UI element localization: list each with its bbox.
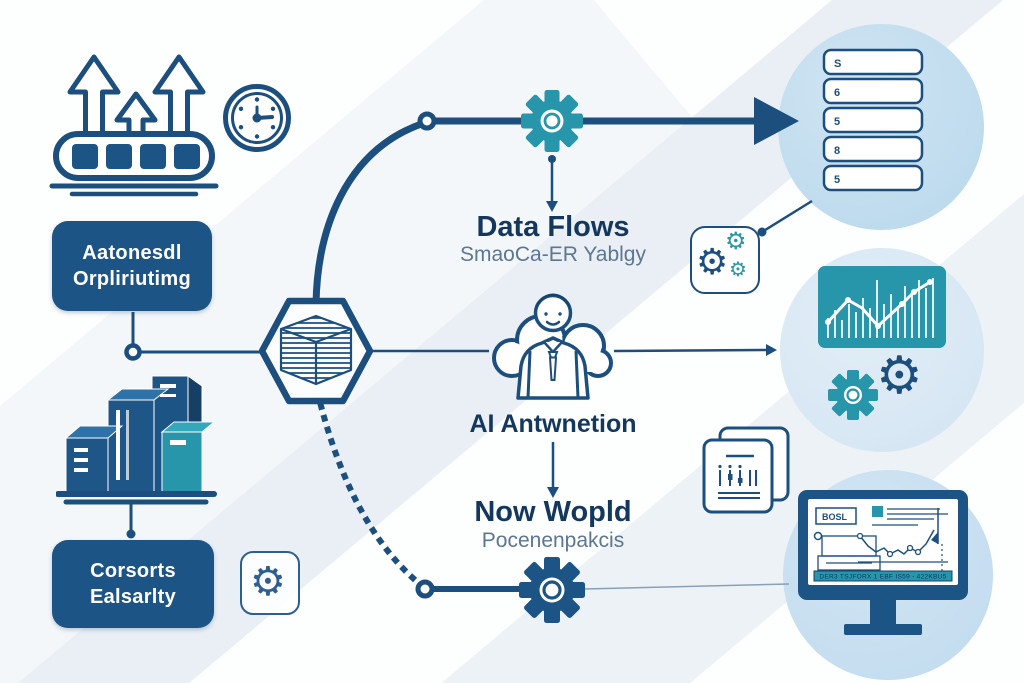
world-title: Now Wopld xyxy=(474,496,632,528)
gears-cluster-square: ⚙ ⚙ ⚙ xyxy=(690,226,760,294)
dashboard-monitor-icon: BOSL DER3 TSJFORX 1 EBF IS59 - 422KBU5 xyxy=(798,490,968,635)
server-slot: 6 xyxy=(822,77,924,105)
city-bars-icon xyxy=(56,375,217,505)
flow-gear-bottom-icon xyxy=(519,557,585,623)
gear-icon: ⚙ xyxy=(696,241,729,282)
chart-card-icon xyxy=(818,266,946,348)
gear-icon: ⚙ xyxy=(250,560,286,604)
server-slot-label: 8 xyxy=(834,145,840,157)
hexagon-cube-icon xyxy=(259,297,373,405)
gear-teal-icon xyxy=(828,370,878,420)
process-box-top: Aatonesdl Orpliriutimg xyxy=(52,221,212,311)
gear-square: ⚙ xyxy=(240,551,300,615)
server-stack-icon: S 6 5 8 5 xyxy=(822,48,924,192)
flow-subtitle: SmaoCa-ER Yablgy xyxy=(460,243,646,266)
server-slot-label: 6 xyxy=(834,87,840,99)
growth-arrows-icon xyxy=(49,54,219,197)
server-slot-label: S xyxy=(834,58,841,70)
server-slot: 8 xyxy=(822,135,924,163)
process-box-top-line2: Orpliriutimg xyxy=(72,268,192,290)
flow-title: Data Flows xyxy=(476,211,630,243)
server-slot: 5 xyxy=(822,106,924,134)
process-box-bottom-line2: Ealsarlty xyxy=(89,586,177,608)
documents-icon xyxy=(702,426,790,514)
ai-title: AI Antwnetion xyxy=(469,410,637,438)
process-box-bottom: Corsorts Ealsarlty xyxy=(52,540,214,628)
gear-outline-icon: ⚙ xyxy=(876,347,923,405)
server-slot-label: 5 xyxy=(834,116,840,128)
process-box-bottom-line1: Corsorts xyxy=(90,560,176,582)
server-slot-label: 5 xyxy=(834,174,840,186)
world-subtitle: Pocenenpakcis xyxy=(481,529,625,552)
monitor-screen-label: BOSL xyxy=(822,512,848,522)
clock-icon xyxy=(223,84,291,152)
flow-gear-top-icon xyxy=(521,90,583,152)
monitor-status-text: DER3 TSJFORX 1 EBF IS59 - 422KBU5 xyxy=(819,574,946,581)
gear-icon: ⚙ xyxy=(725,228,747,255)
gear-icon: ⚙ xyxy=(729,259,747,281)
server-slot: 5 xyxy=(822,164,924,192)
cloud-person-icon xyxy=(492,293,613,400)
server-slot: S xyxy=(822,48,924,76)
process-box-top-line1: Aatonesdl xyxy=(82,242,182,264)
